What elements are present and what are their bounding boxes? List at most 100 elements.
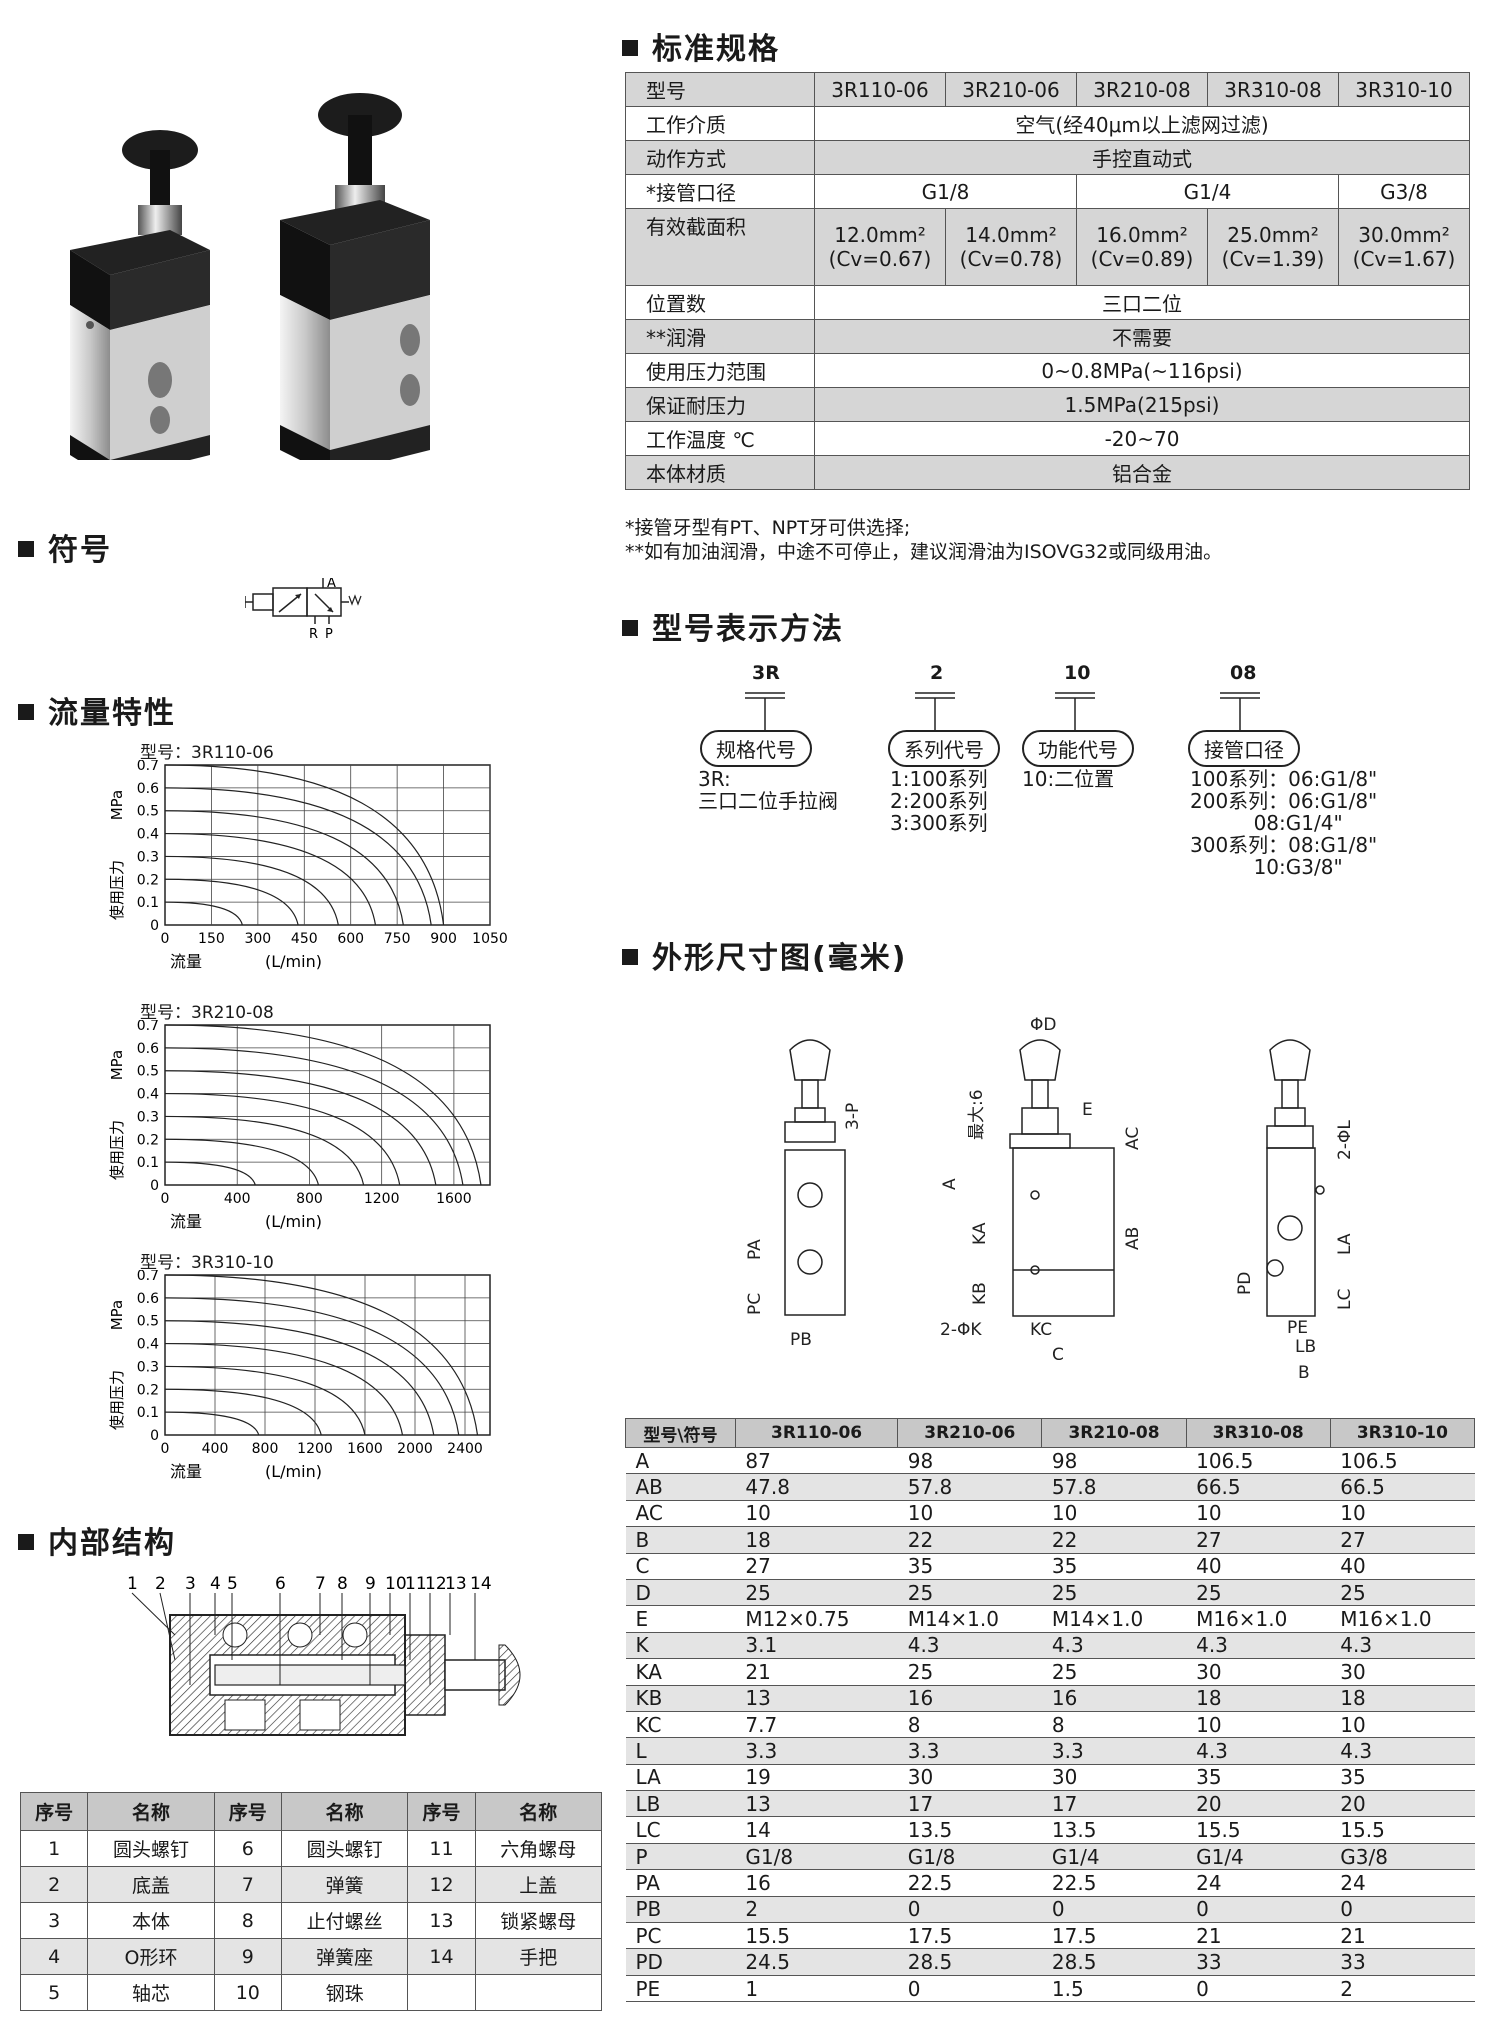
- dims-cell: 98: [1041, 1447, 1187, 1475]
- dims-cell: 4.3: [1186, 1632, 1331, 1660]
- dims-cell: 98: [897, 1447, 1042, 1475]
- symbol-label-p: P: [325, 627, 333, 642]
- parts-cell: 钢珠: [280, 1974, 409, 2011]
- y-axis-label: 使用压力: [108, 1370, 126, 1430]
- x-tick-label: 0: [161, 1441, 170, 1457]
- dims-cell: 8: [897, 1711, 1042, 1739]
- dims-cell: 17: [1041, 1790, 1187, 1818]
- dims-cell: 18: [1186, 1685, 1331, 1712]
- dims-cell: 57.8: [897, 1473, 1042, 1501]
- parts-cell: 9: [213, 1938, 282, 1975]
- spec-value-proof: 1.5MPa(215psi): [814, 387, 1470, 422]
- parts-cell: 弹簧座: [280, 1938, 409, 1975]
- parts-header: 名称: [87, 1792, 215, 1831]
- code-part-3: 10: [1064, 662, 1091, 684]
- dims-cell: 0: [1330, 1896, 1475, 1924]
- dim-label-kc: KC: [1030, 1320, 1052, 1340]
- dims-cell: 87: [735, 1447, 898, 1475]
- dims-cell: 25: [1330, 1579, 1475, 1607]
- internal-part-number: 10: [385, 1575, 407, 1594]
- dims-cell: K: [625, 1632, 736, 1660]
- dim-label-ac: AC: [1123, 1127, 1143, 1150]
- spec-header-m5: 3R310-10: [1338, 72, 1470, 107]
- internal-part-number: 12: [425, 1575, 447, 1594]
- dims-cell: 2: [735, 1896, 898, 1924]
- spec-label-area: 有效截面积: [625, 208, 815, 286]
- dims-cell: D: [625, 1579, 736, 1607]
- parts-cell: 本体: [87, 1902, 215, 1939]
- dims-cell: G1/4: [1186, 1843, 1331, 1871]
- flow-curve: [164, 1365, 366, 1436]
- dims-cell: 10: [1330, 1500, 1475, 1528]
- dims-cell: 10: [1041, 1500, 1187, 1528]
- dims-cell: 15.5: [735, 1922, 898, 1950]
- dims-cell: 66.5: [1186, 1473, 1331, 1501]
- dims-cell: 24: [1186, 1869, 1331, 1897]
- section-title-symbol: 符号: [18, 525, 112, 569]
- x-tick-label: 600: [337, 931, 364, 947]
- parts-cell: 2: [19, 1866, 89, 1903]
- x-unit-label: (L/min): [265, 952, 322, 970]
- x-tick-label: 1600: [436, 1191, 472, 1207]
- dims-cell: PC: [625, 1922, 736, 1950]
- section-title-internal: 内部结构: [18, 1518, 176, 1562]
- code-part-1: 3R: [752, 662, 780, 684]
- model-code-lines: [745, 692, 1260, 733]
- parts-cell: O形环: [87, 1938, 215, 1975]
- dims-cell: 0: [1186, 1896, 1331, 1924]
- parts-cell: 14: [407, 1938, 476, 1975]
- x-tick-label: 750: [384, 931, 411, 947]
- dims-cell: 22: [897, 1526, 1042, 1554]
- y-tick-label: 0.5: [137, 1314, 159, 1330]
- dims-cell: 17.5: [897, 1922, 1042, 1950]
- parts-cell: 11: [407, 1830, 476, 1867]
- y-tick-label: 0.3: [137, 1109, 159, 1125]
- chart-1-model: 型号：3R110-06: [140, 743, 274, 763]
- dims-cell: 106.5: [1186, 1447, 1331, 1475]
- section-title-spec: 标准规格: [622, 24, 780, 68]
- dims-cell: 0: [1041, 1896, 1187, 1924]
- dims-cell: 4.3: [1330, 1632, 1475, 1660]
- dims-cell: M14×1.0: [1041, 1605, 1187, 1633]
- dims-cell: 7.7: [735, 1711, 898, 1739]
- flow-curve: [164, 810, 404, 926]
- y-tick-label: 0.3: [137, 849, 159, 865]
- x-tick-label: 1200: [364, 1191, 400, 1207]
- dim-label-a: A: [940, 1178, 960, 1190]
- flow-curve: [164, 764, 445, 926]
- parts-cell: 12: [407, 1866, 476, 1903]
- dims-cell: 4.3: [1186, 1737, 1331, 1765]
- spec-value-area-2: 14.0mm²(Cv=0.78): [945, 208, 1077, 286]
- leader-line: [131, 1592, 176, 1636]
- dims-cell: 10: [1330, 1711, 1475, 1739]
- dims-cell: 35: [1186, 1764, 1331, 1792]
- y-tick-label: 0.2: [137, 872, 159, 888]
- internal-part-number: 13: [445, 1575, 467, 1594]
- dims-cell: 33: [1186, 1948, 1331, 1976]
- dims-header: 3R310-10: [1329, 1418, 1476, 1448]
- dims-cell: 13.5: [1041, 1816, 1187, 1844]
- internal-part-number: 8: [337, 1575, 348, 1594]
- flow-curve: [164, 1274, 479, 1436]
- parts-header: 序号: [19, 1792, 89, 1831]
- dims-cell: 35: [1041, 1553, 1187, 1580]
- flow-curve: [164, 901, 243, 926]
- y-axis-label: 使用压力: [108, 1120, 126, 1180]
- dims-cell: G1/8: [897, 1843, 1042, 1871]
- dims-cell: 27: [735, 1553, 898, 1580]
- x-tick-label: 400: [202, 1441, 229, 1457]
- dims-cell: E: [625, 1605, 736, 1633]
- y-tick-label: 0.2: [137, 1382, 159, 1398]
- dims-cell: 8: [1041, 1711, 1187, 1739]
- x-tick-label: 400: [224, 1191, 251, 1207]
- spec-label-material: 本体材质: [625, 455, 815, 490]
- flow-curve: [164, 832, 377, 926]
- product-photo: [70, 93, 430, 460]
